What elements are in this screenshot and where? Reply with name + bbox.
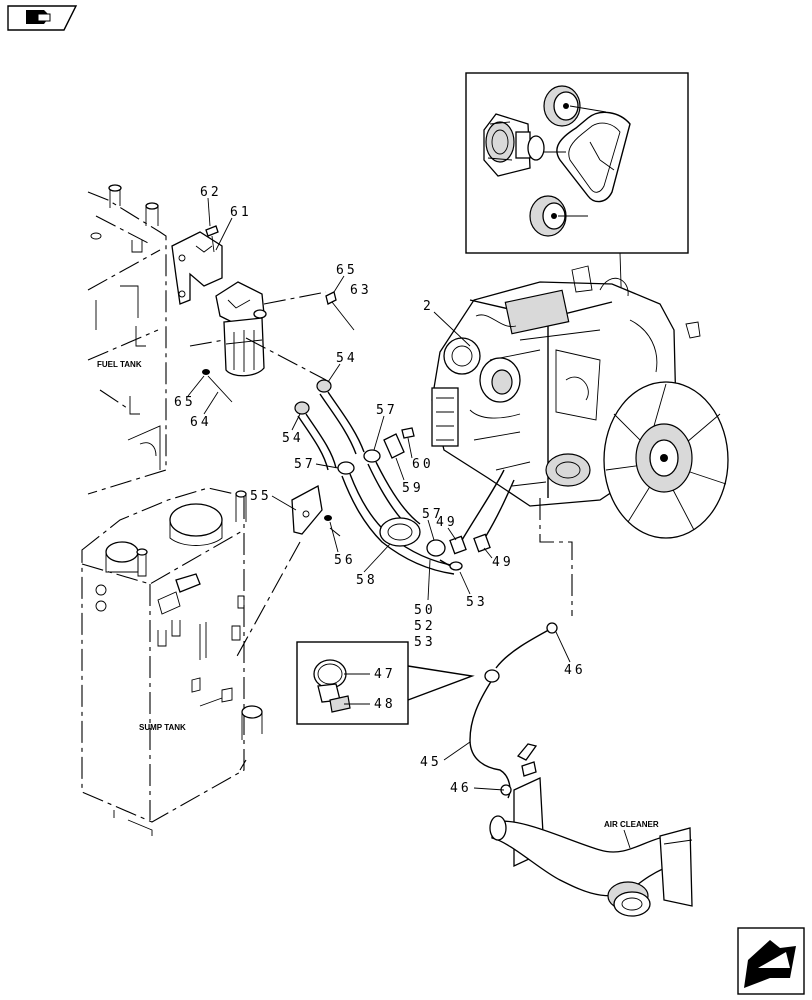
callout-57-upper: 57 [376, 403, 398, 418]
callout-54-upper: 54 [336, 351, 358, 366]
callout-65-upper: 65 [336, 263, 358, 278]
callout-63: 63 [350, 283, 372, 298]
air-cleaner-label: AIR CLEANER [604, 820, 659, 829]
sump-tank: SUMP TANK [81, 487, 263, 836]
callout-60: 60 [412, 457, 434, 472]
fuel-tank-label: FUEL TANK [97, 360, 142, 369]
callout-62: 62 [200, 185, 222, 200]
arrow-icon[interactable] [737, 927, 805, 995]
callout-52: 52 [414, 619, 436, 634]
book-icon[interactable] [7, 5, 78, 31]
callout-46-lower: 46 [450, 781, 472, 796]
callout-49-right: 49 [492, 555, 514, 570]
callout-50: 50 [414, 603, 436, 618]
callout-57-mid: 57 [294, 457, 316, 472]
fuel-hoses [235, 379, 573, 659]
callout-61: 61 [230, 205, 252, 220]
fuel-tank: FUEL TANK [87, 184, 167, 495]
callout-53-stack: 53 [414, 635, 436, 650]
air-intake: AIR CLEANER [469, 622, 693, 917]
callout-58: 58 [356, 573, 378, 588]
callout-55: 55 [250, 489, 272, 504]
callout-45: 45 [420, 755, 442, 770]
belt-inset [465, 72, 689, 441]
engine: 2 [423, 265, 729, 539]
callout-2: 2 [423, 299, 434, 314]
sump-tank-label: SUMP TANK [139, 723, 186, 732]
callout-65-lower: 65 [174, 395, 196, 410]
callout-54-lower: 54 [282, 431, 304, 446]
callout-56: 56 [334, 553, 356, 568]
callout-49-left: 49 [436, 515, 458, 530]
callout-48: 48 [374, 697, 396, 712]
callouts: 62 61 65 63 65 64 54 54 57 57 57 60 59 5… [174, 185, 586, 796]
callout-47: 47 [374, 667, 396, 682]
fuel-filter [171, 225, 355, 403]
callout-53: 53 [466, 595, 488, 610]
callout-46-upper: 46 [564, 663, 586, 678]
callout-59: 59 [402, 481, 424, 496]
callout-57-lower: 57 [422, 507, 444, 522]
clamp-inset [296, 641, 475, 725]
callout-64: 64 [190, 415, 212, 430]
